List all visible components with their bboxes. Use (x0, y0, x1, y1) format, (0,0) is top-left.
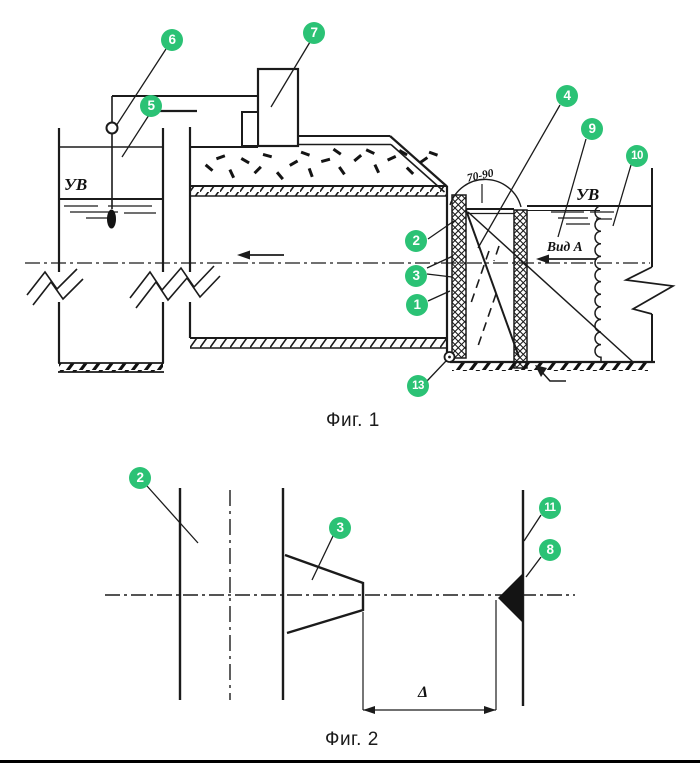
baffle-triangle (498, 573, 523, 623)
gap-dimension (362, 600, 497, 714)
figure2-drawing (105, 485, 575, 714)
intake-well (57, 128, 165, 373)
gap-dimension-label: Δ (418, 684, 429, 701)
float-level-sensor (105, 95, 257, 229)
embankment (190, 67, 448, 193)
callout-9: 9 (581, 118, 603, 140)
fig2-callout-8: 8 (539, 539, 561, 561)
figure1-caption: Фиг. 1 (326, 410, 380, 431)
callout-4: 4 (556, 85, 578, 107)
downstream-screen (513, 209, 528, 369)
callout-3: 3 (405, 265, 427, 287)
flow-arrow-icon (237, 250, 250, 260)
rotation-arc (449, 178, 522, 208)
culvert-pipe (25, 185, 650, 349)
downstream-channel (450, 168, 676, 382)
outlet-screen-assembly (443, 178, 634, 369)
callout-6: 6 (161, 29, 183, 51)
break-lines (26, 265, 221, 309)
pulley-icon (105, 121, 119, 135)
callout-13: 13 (407, 375, 429, 397)
callout-1: 1 (406, 294, 428, 316)
tilting-screen (451, 194, 467, 359)
screen-tilted-position (465, 209, 520, 358)
callout-2: 2 (405, 230, 427, 252)
water-level-label-left: УВ (64, 175, 88, 194)
callout-7: 7 (303, 22, 325, 44)
nozzle-cone (284, 553, 365, 635)
bottom-rule (0, 760, 700, 763)
screen-cable (467, 211, 634, 363)
figure1-drawing (25, 41, 676, 382)
fig2-callout-11: 11 (539, 497, 561, 519)
fig2-callout-3: 3 (329, 517, 351, 539)
inlet-shaft (153, 109, 197, 338)
gravel-fill (204, 147, 439, 181)
callout-10: 10 (626, 145, 648, 167)
winch-tower (256, 67, 300, 148)
view-a-arrow-icon (536, 254, 549, 264)
callout-5: 5 (140, 95, 162, 117)
figure2-caption: Фиг. 2 (325, 729, 379, 750)
leader-lines (146, 485, 542, 581)
float-icon (107, 209, 116, 229)
water-break-wavy-line (594, 205, 602, 363)
fig2-callout-2: 2 (129, 467, 151, 489)
water-level-label-right: УВ (576, 185, 600, 204)
leader-lines (115, 41, 632, 382)
bottom-pointer-icon (535, 365, 547, 377)
view-direction-label: Вид А (547, 239, 583, 254)
